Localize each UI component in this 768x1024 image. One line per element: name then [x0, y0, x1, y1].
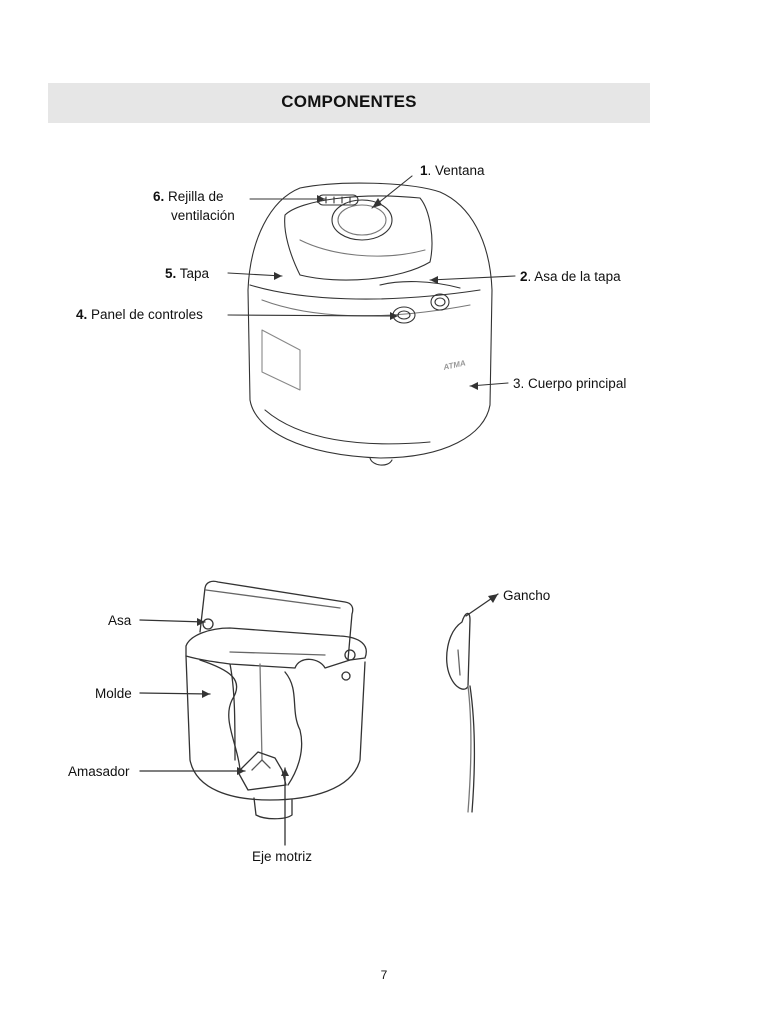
label-pan-handle: Asa: [108, 613, 132, 628]
label-lid-handle: 2. Asa de la tapa: [520, 269, 621, 284]
label-vent-grille-line2: ventilación: [171, 208, 235, 223]
label-control-panel: 4. Panel de controles: [76, 307, 203, 322]
section-header-banner: COMPONENTES: [48, 83, 650, 123]
label-vent-grille: 6. Rejilla de: [153, 189, 224, 204]
label-drive-shaft: Eje motriz: [252, 849, 313, 864]
label-lid: 5. Tapa: [165, 266, 210, 281]
label-pan: Molde: [95, 686, 132, 701]
section-title: COMPONENTES: [281, 92, 417, 111]
label-window: 1. Ventana: [420, 163, 485, 178]
label-kneader: Amasador: [68, 764, 130, 779]
label-hook: Gancho: [503, 588, 551, 603]
label-main-body: 3. Cuerpo principal: [513, 376, 627, 391]
page-number: 7: [380, 968, 388, 982]
